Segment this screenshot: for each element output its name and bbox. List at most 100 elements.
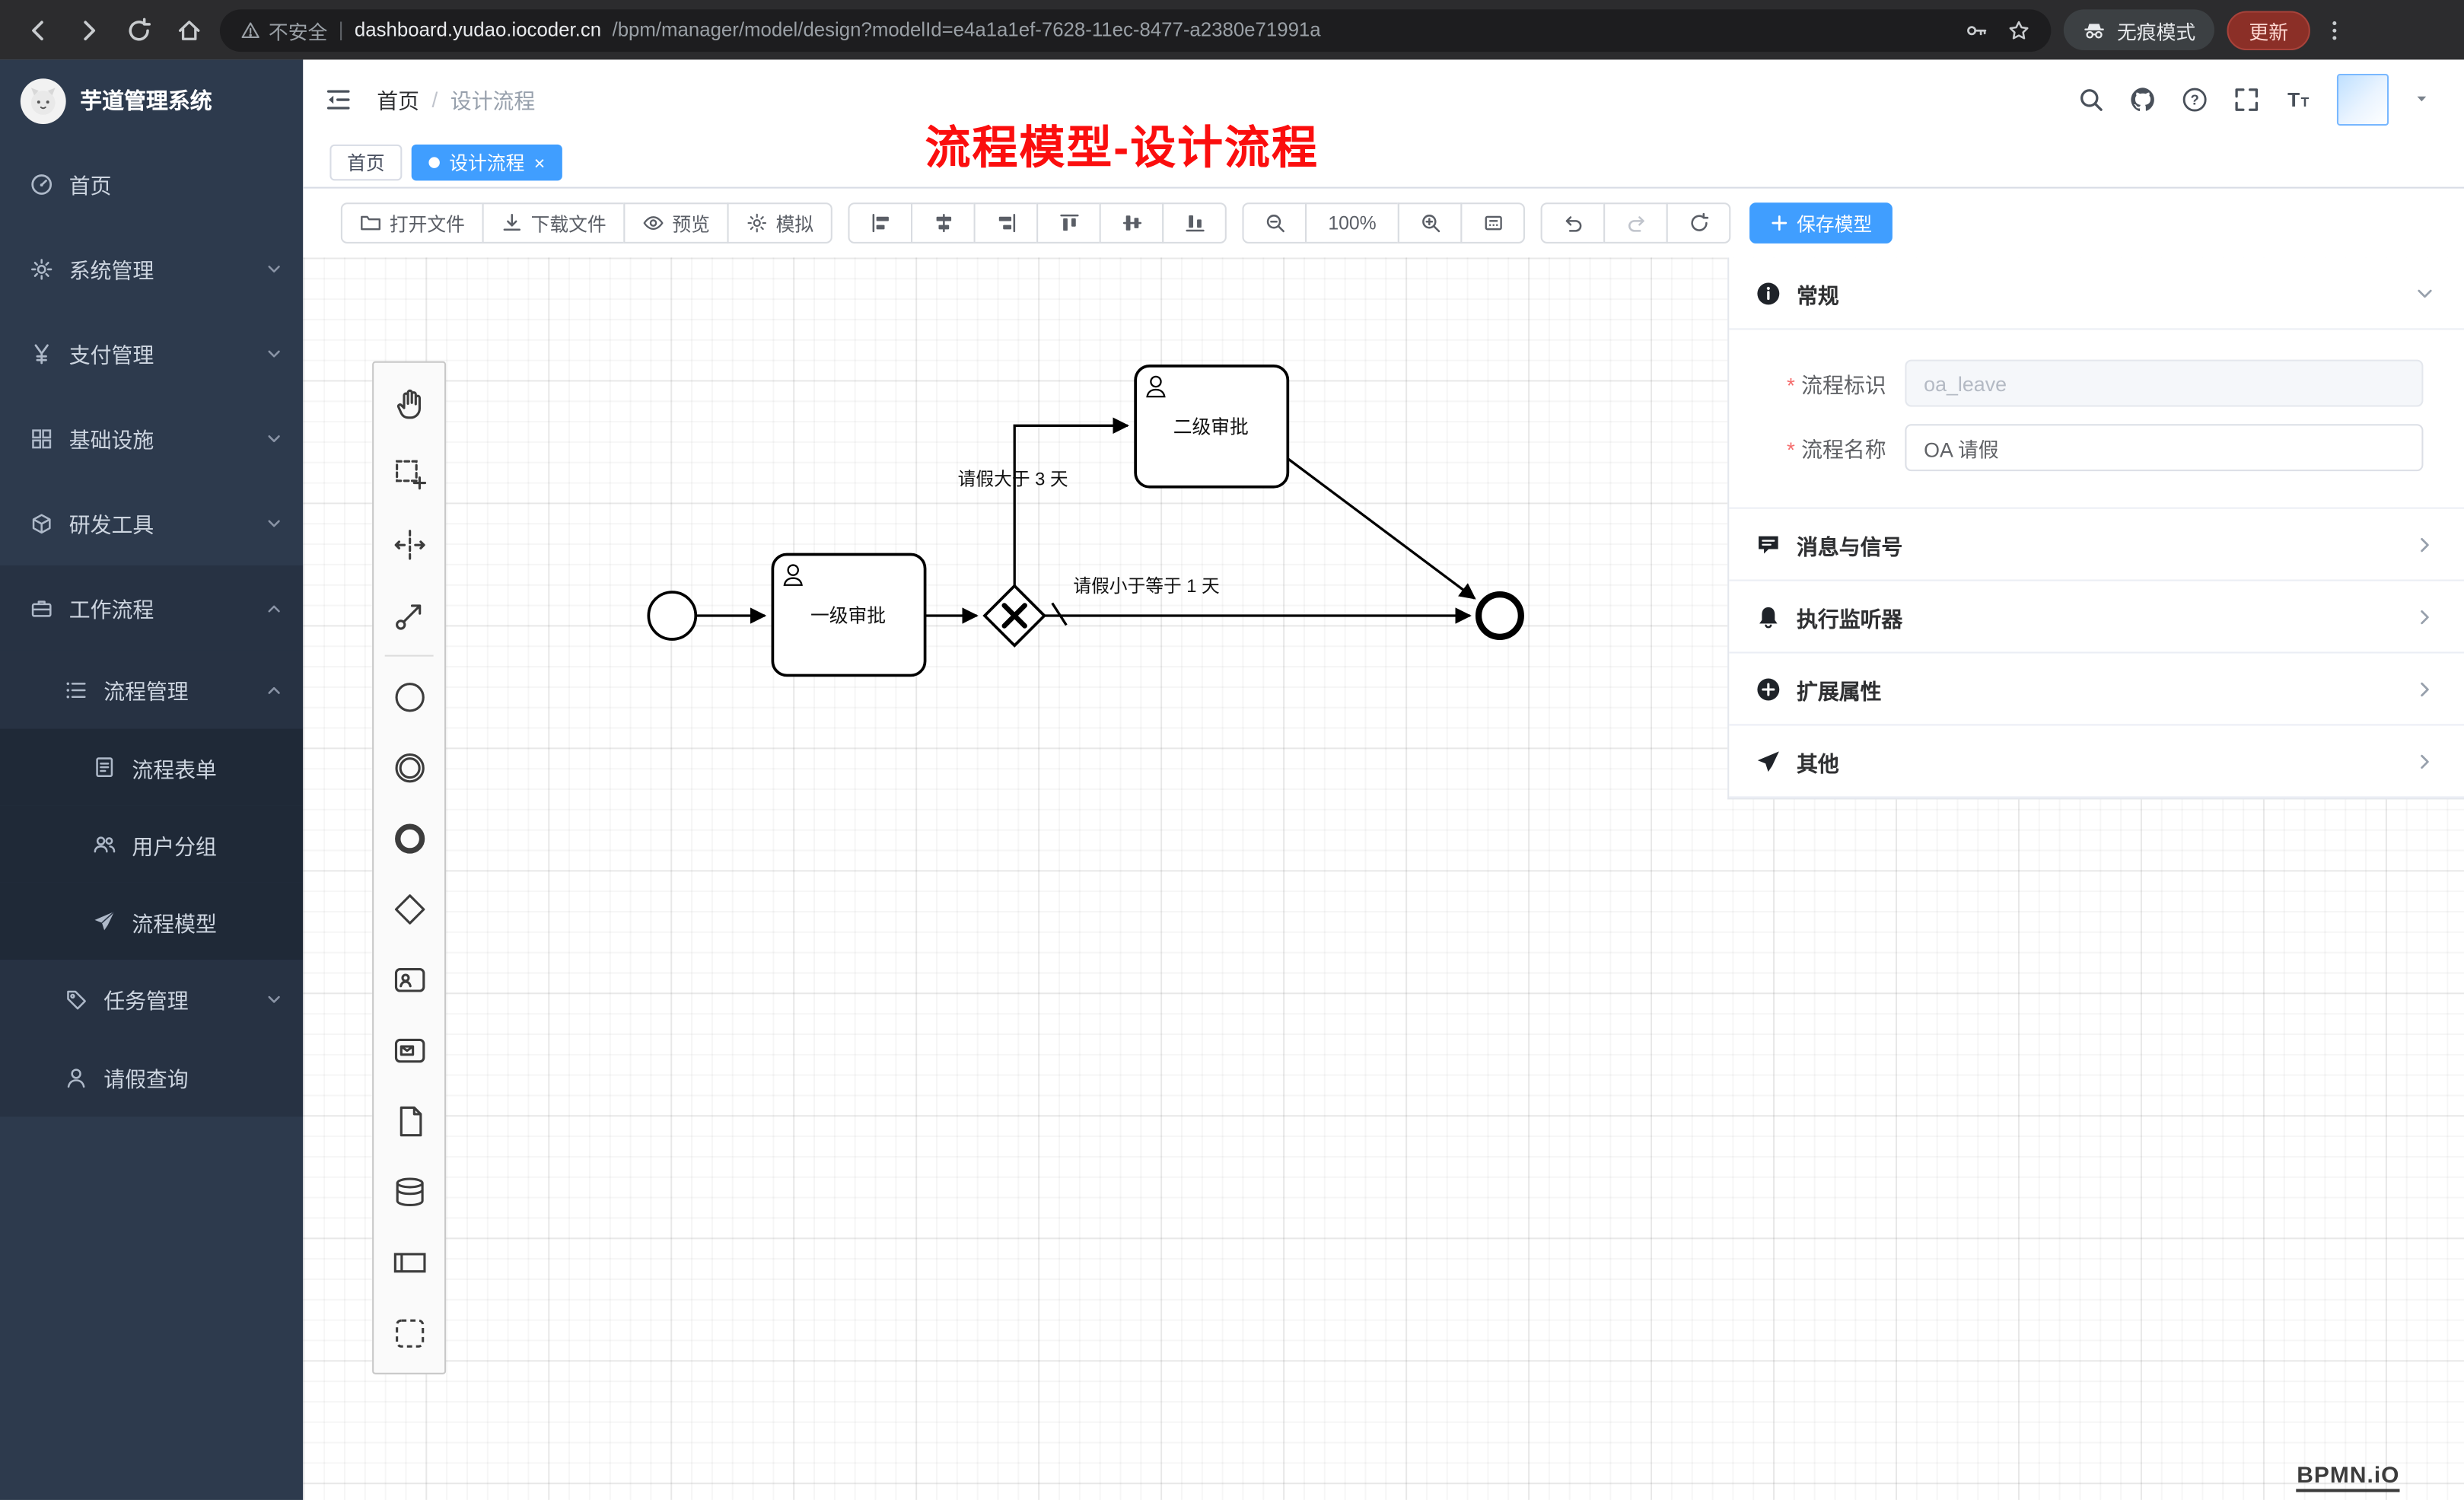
condition-label-lte[interactable]: 请假小于等于 1 天 [1073,576,1219,597]
breadcrumb-home[interactable]: 首页 [377,89,420,113]
align-top-button[interactable] [1036,202,1101,244]
bookmark-star-icon[interactable] [2007,18,2031,42]
process-key-input[interactable] [1905,359,2424,407]
bpmn-io-logo[interactable]: BPMN.iO [2297,1463,2400,1492]
active-tab-dot [428,157,440,168]
create-gateway-icon[interactable] [374,873,444,944]
back-icon[interactable] [19,11,57,49]
sidebar-item-infra[interactable]: 基础设施 [0,396,303,480]
sidebar-item-user-group[interactable]: 用户分组 [0,805,304,883]
sidebar-collapse-icon[interactable] [325,85,352,112]
section-extended-attributes[interactable]: 扩展属性 [1729,654,2464,726]
sidebar-item-process-form[interactable]: 流程表单 [0,728,304,806]
fullscreen-icon[interactable] [2233,85,2260,112]
warning-icon [241,21,259,38]
sidebar-item-payment[interactable]: 支付管理 [0,311,303,396]
create-user-task-icon[interactable] [374,944,444,1014]
app-logo[interactable]: 芋道管理系统 [0,59,303,141]
simulate-button[interactable]: 模拟 [727,202,832,244]
sidebar-item-label: 首页 [68,174,112,199]
space-tool-icon[interactable] [374,509,444,580]
sidebar: 芋道管理系统 首页 系统管理 支付管理 基础设施 [0,59,304,1500]
lasso-tool-icon[interactable] [374,438,444,509]
search-icon[interactable] [2077,85,2104,112]
sidebar-item-workflow[interactable]: 工作流程 [0,565,304,651]
section-execution-listener[interactable]: 执行监听器 [1729,581,2464,654]
create-intermediate-event-icon[interactable] [374,732,444,803]
restart-button[interactable] [1666,202,1731,244]
password-key-icon[interactable] [1965,18,1988,42]
tab-home[interactable]: 首页 [329,144,403,181]
bpmn-diagram[interactable]: 请假大于 3 天 请假小于等于 1 天 一级审批 [303,257,2030,1043]
sidebar-item-devtools[interactable]: 研发工具 [0,481,303,565]
zoom-reset-button[interactable] [1460,202,1526,244]
app-logo-icon [20,78,66,124]
reload-icon[interactable] [119,11,158,49]
create-group-icon[interactable] [374,1298,444,1368]
download-file-button[interactable]: 下载文件 [482,202,626,244]
start-event[interactable] [647,591,698,641]
sidebar-item-leave-query[interactable]: 请假查询 [0,1038,304,1117]
chevron-right-icon [2415,535,2434,554]
browser-menu-icon[interactable] [2322,18,2346,42]
tab-design-process[interactable]: 设计流程 × [411,144,562,181]
sidebar-item-task-mgmt[interactable]: 任务管理 [0,959,304,1039]
create-participant-icon[interactable] [374,1227,444,1298]
grid-icon [28,425,53,451]
flow-task2-to-end[interactable] [1287,457,1476,600]
zoom-in-button[interactable] [1397,202,1463,244]
process-name-input[interactable] [1905,424,2424,472]
tab-label: 设计流程 [449,152,525,175]
sidebar-item-system[interactable]: 系统管理 [0,226,303,311]
yen-icon [28,341,53,366]
sidebar-item-label: 研发工具 [68,513,154,537]
create-start-event-icon[interactable] [374,661,444,732]
flow-gateway-to-task2[interactable] [1013,417,1129,586]
exclusive-gateway[interactable] [982,584,1047,648]
align-left-button[interactable] [848,202,913,244]
gateway-x-marker [1001,603,1027,629]
tab-close-icon[interactable]: × [533,151,546,174]
create-receive-task-icon[interactable] [374,1014,444,1085]
user-avatar[interactable] [2336,72,2389,126]
sidebar-item-process-model[interactable]: 流程模型 [0,882,304,960]
align-middle-button[interactable] [1099,202,1164,244]
undo-button[interactable] [1540,202,1606,244]
folder-icon [361,215,380,231]
user-task-level1[interactable]: 一级审批 [771,553,927,677]
save-model-button[interactable]: 保存模型 [1749,202,1893,244]
global-connect-tool-icon[interactable] [374,580,444,651]
incognito-icon [2084,23,2104,38]
avatar-caret-icon[interactable] [2414,91,2430,107]
url-bar[interactable]: 不安全 | dashboard.yudao.iocoder.cn /bpm/ma… [219,8,2052,52]
forward-icon[interactable] [69,11,107,49]
open-file-button[interactable]: 打开文件 [340,202,484,244]
preview-button[interactable]: 预览 [623,202,729,244]
create-end-event-icon[interactable] [374,803,444,874]
sidebar-item-home[interactable]: 首页 [0,142,303,226]
align-right-button[interactable] [973,202,1039,244]
section-other[interactable]: 其他 [1729,725,2464,798]
section-general[interactable]: 常规 [1729,257,2464,330]
user-task-level2[interactable]: 二级审批 [1134,365,1290,489]
sidebar-item-process-mgmt[interactable]: 流程管理 [0,650,304,729]
create-data-object-icon[interactable] [374,1085,444,1156]
task2-label: 二级审批 [1173,417,1249,438]
end-event[interactable] [1475,591,1524,640]
align-center-button[interactable] [911,202,976,244]
condition-label-gt[interactable]: 请假大于 3 天 [958,470,1068,490]
person-icon [63,1065,88,1090]
section-message-signal[interactable]: 消息与信号 [1729,509,2464,581]
hand-tool-icon[interactable] [374,368,444,438]
home-icon[interactable] [170,11,208,49]
github-icon[interactable] [2130,85,2157,112]
align-bottom-button[interactable] [1162,202,1227,244]
update-button[interactable]: 更新 [2227,10,2310,50]
create-data-store-icon[interactable] [374,1156,444,1227]
zoom-out-button[interactable] [1242,202,1307,244]
help-icon[interactable]: ? [2182,85,2208,112]
redo-button[interactable] [1603,202,1668,244]
not-secure-warning[interactable]: 不安全 [240,15,327,45]
bpmn-canvas[interactable]: 请假大于 3 天 请假小于等于 1 天 一级审批 [303,257,2464,1500]
